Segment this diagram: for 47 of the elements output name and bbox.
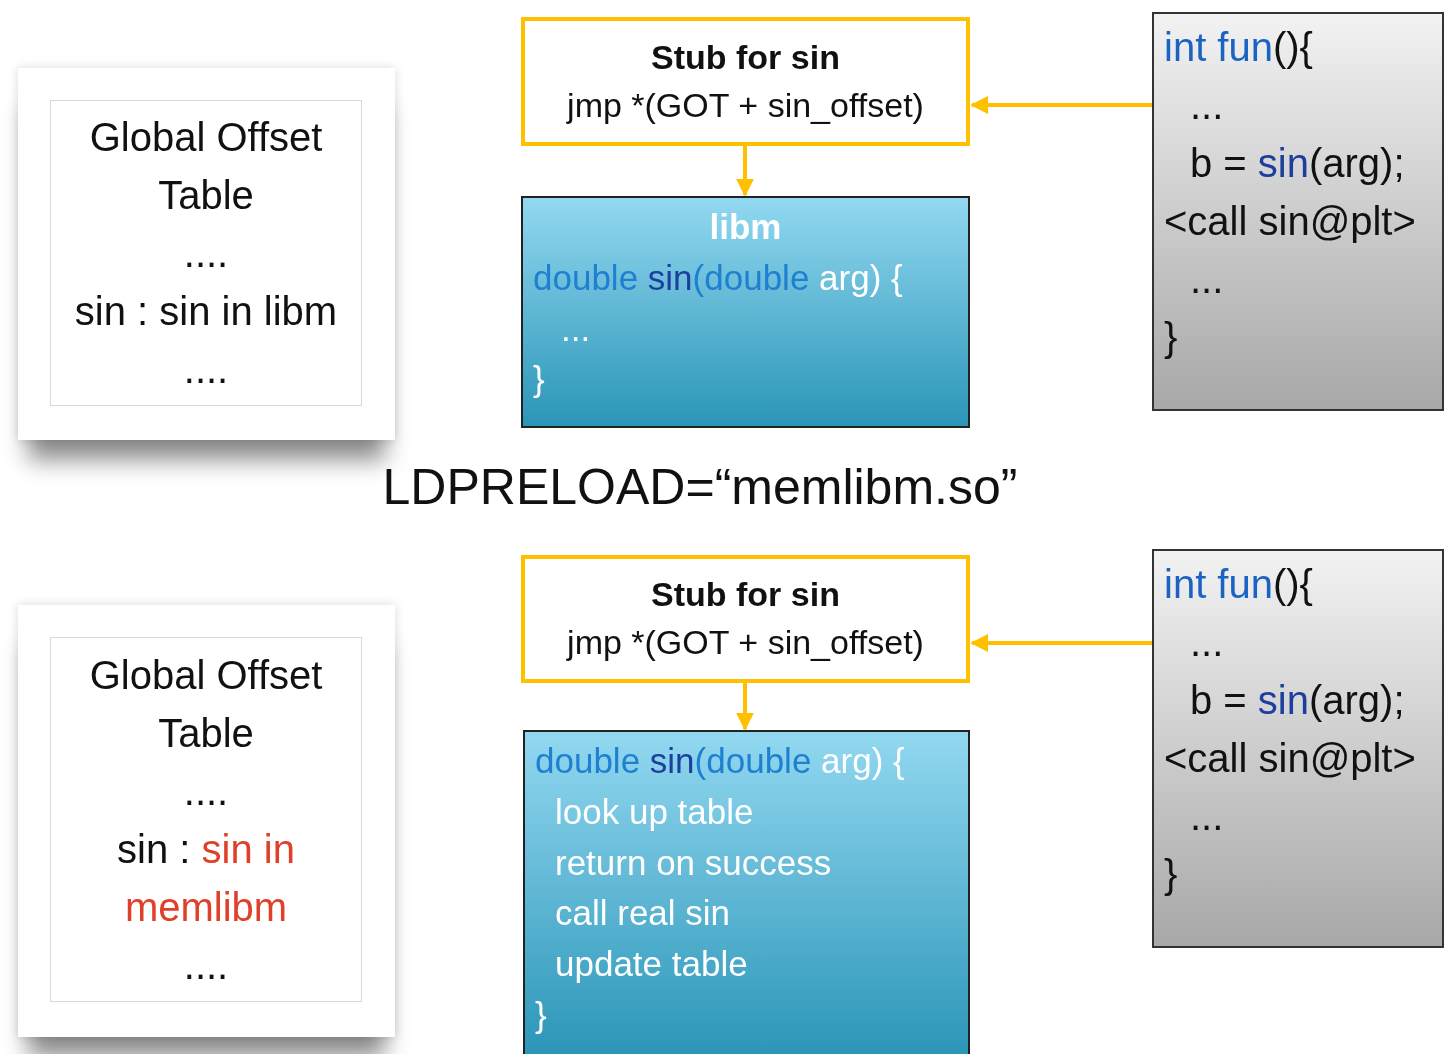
code-line: look up table (554, 790, 754, 833)
code-line: <call sin@plt> (1164, 735, 1416, 782)
code-line: ... (1189, 82, 1224, 129)
arrow (736, 146, 754, 197)
code-line: ... (560, 307, 591, 350)
table-box (50, 637, 362, 1002)
arrow (736, 683, 754, 731)
library-title: libm (709, 206, 782, 248)
table-text: sin : sin in libm (74, 288, 338, 335)
env-setting-label: LDPRELOAD=“memlibm.so” (381, 458, 1019, 516)
stub-title: Stub for sin (651, 574, 840, 616)
table-text: .... (183, 346, 229, 393)
code-line: int fun(){ (1164, 561, 1313, 608)
code-line: call real sin (554, 892, 731, 935)
code-line: <call sin@plt> (1164, 198, 1416, 245)
table-text: Global Offset Table (88, 651, 324, 757)
table-text: .... (183, 767, 229, 815)
code-line: double sin(double arg) { (533, 256, 903, 299)
table-text: Global Offset Table (88, 114, 324, 219)
code-line: jmp *(GOT + sin_offset) (567, 622, 924, 663)
code-line: } (1164, 851, 1178, 898)
arrow (970, 634, 1152, 652)
table-text: .... (183, 941, 229, 989)
library-box (523, 730, 970, 1054)
table-text: .... (183, 230, 229, 277)
code-box (1152, 12, 1444, 411)
stub-box (521, 555, 970, 683)
code-line: jmp *(GOT + sin_offset) (567, 84, 924, 126)
code-line: return on success (554, 841, 832, 884)
code-box (1152, 549, 1444, 948)
code-line: double sin(double arg) { (535, 740, 905, 782)
code-line: b = sin(arg); (1189, 677, 1405, 724)
code-line: } (533, 358, 545, 401)
code-line: ... (1189, 256, 1224, 303)
code-line: b = sin(arg); (1189, 140, 1405, 187)
code-line: int fun(){ (1164, 24, 1313, 71)
code-line: ... (1189, 793, 1224, 840)
code-line: } (535, 993, 547, 1036)
code-line: ... (1189, 619, 1224, 666)
stub-box (521, 17, 970, 146)
table-box (50, 100, 362, 406)
code-line: } (1164, 314, 1178, 361)
arrow (970, 96, 1152, 114)
table-text: sin : sin in memlibm (116, 825, 296, 931)
code-line: update table (554, 943, 748, 985)
stub-title: Stub for sin (651, 36, 840, 78)
library-box (521, 196, 970, 428)
